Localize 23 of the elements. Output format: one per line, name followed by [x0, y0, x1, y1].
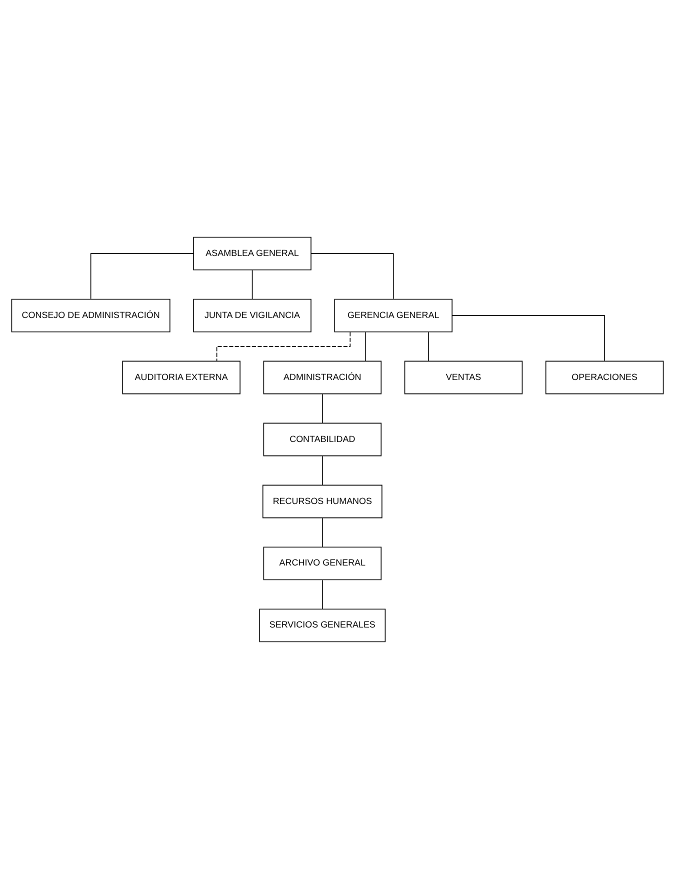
node-box: VENTAS [404, 360, 523, 394]
node-box: GERENCIA GENERAL [334, 298, 452, 332]
node-box: OPERACIONES [545, 360, 664, 394]
node-box: CONSEJO DE ADMINISTRACIÓN [11, 298, 170, 332]
node-box: ASAMBLEA GENERAL [193, 236, 312, 270]
node-box: AUDITORIA EXTERNA [122, 360, 240, 394]
connector [322, 393, 323, 423]
connector [216, 331, 351, 361]
node-box: SERVICIOS GENERALES [259, 608, 386, 642]
connector [310, 252, 394, 299]
connector [322, 579, 323, 609]
connector [322, 517, 323, 547]
connector [90, 252, 194, 299]
connector [428, 331, 429, 361]
connector [322, 455, 323, 485]
node-box: ARCHIVO GENERAL [263, 546, 382, 580]
connector [252, 269, 253, 300]
node-box: ADMINISTRACIÓN [263, 360, 382, 394]
node-box: JUNTA DE VIGILANCIA [193, 298, 312, 332]
node-box: CONTABILIDAD [263, 422, 382, 456]
connector [365, 331, 366, 361]
node-box: RECURSOS HUMANOS [262, 484, 382, 518]
connector [452, 314, 605, 361]
